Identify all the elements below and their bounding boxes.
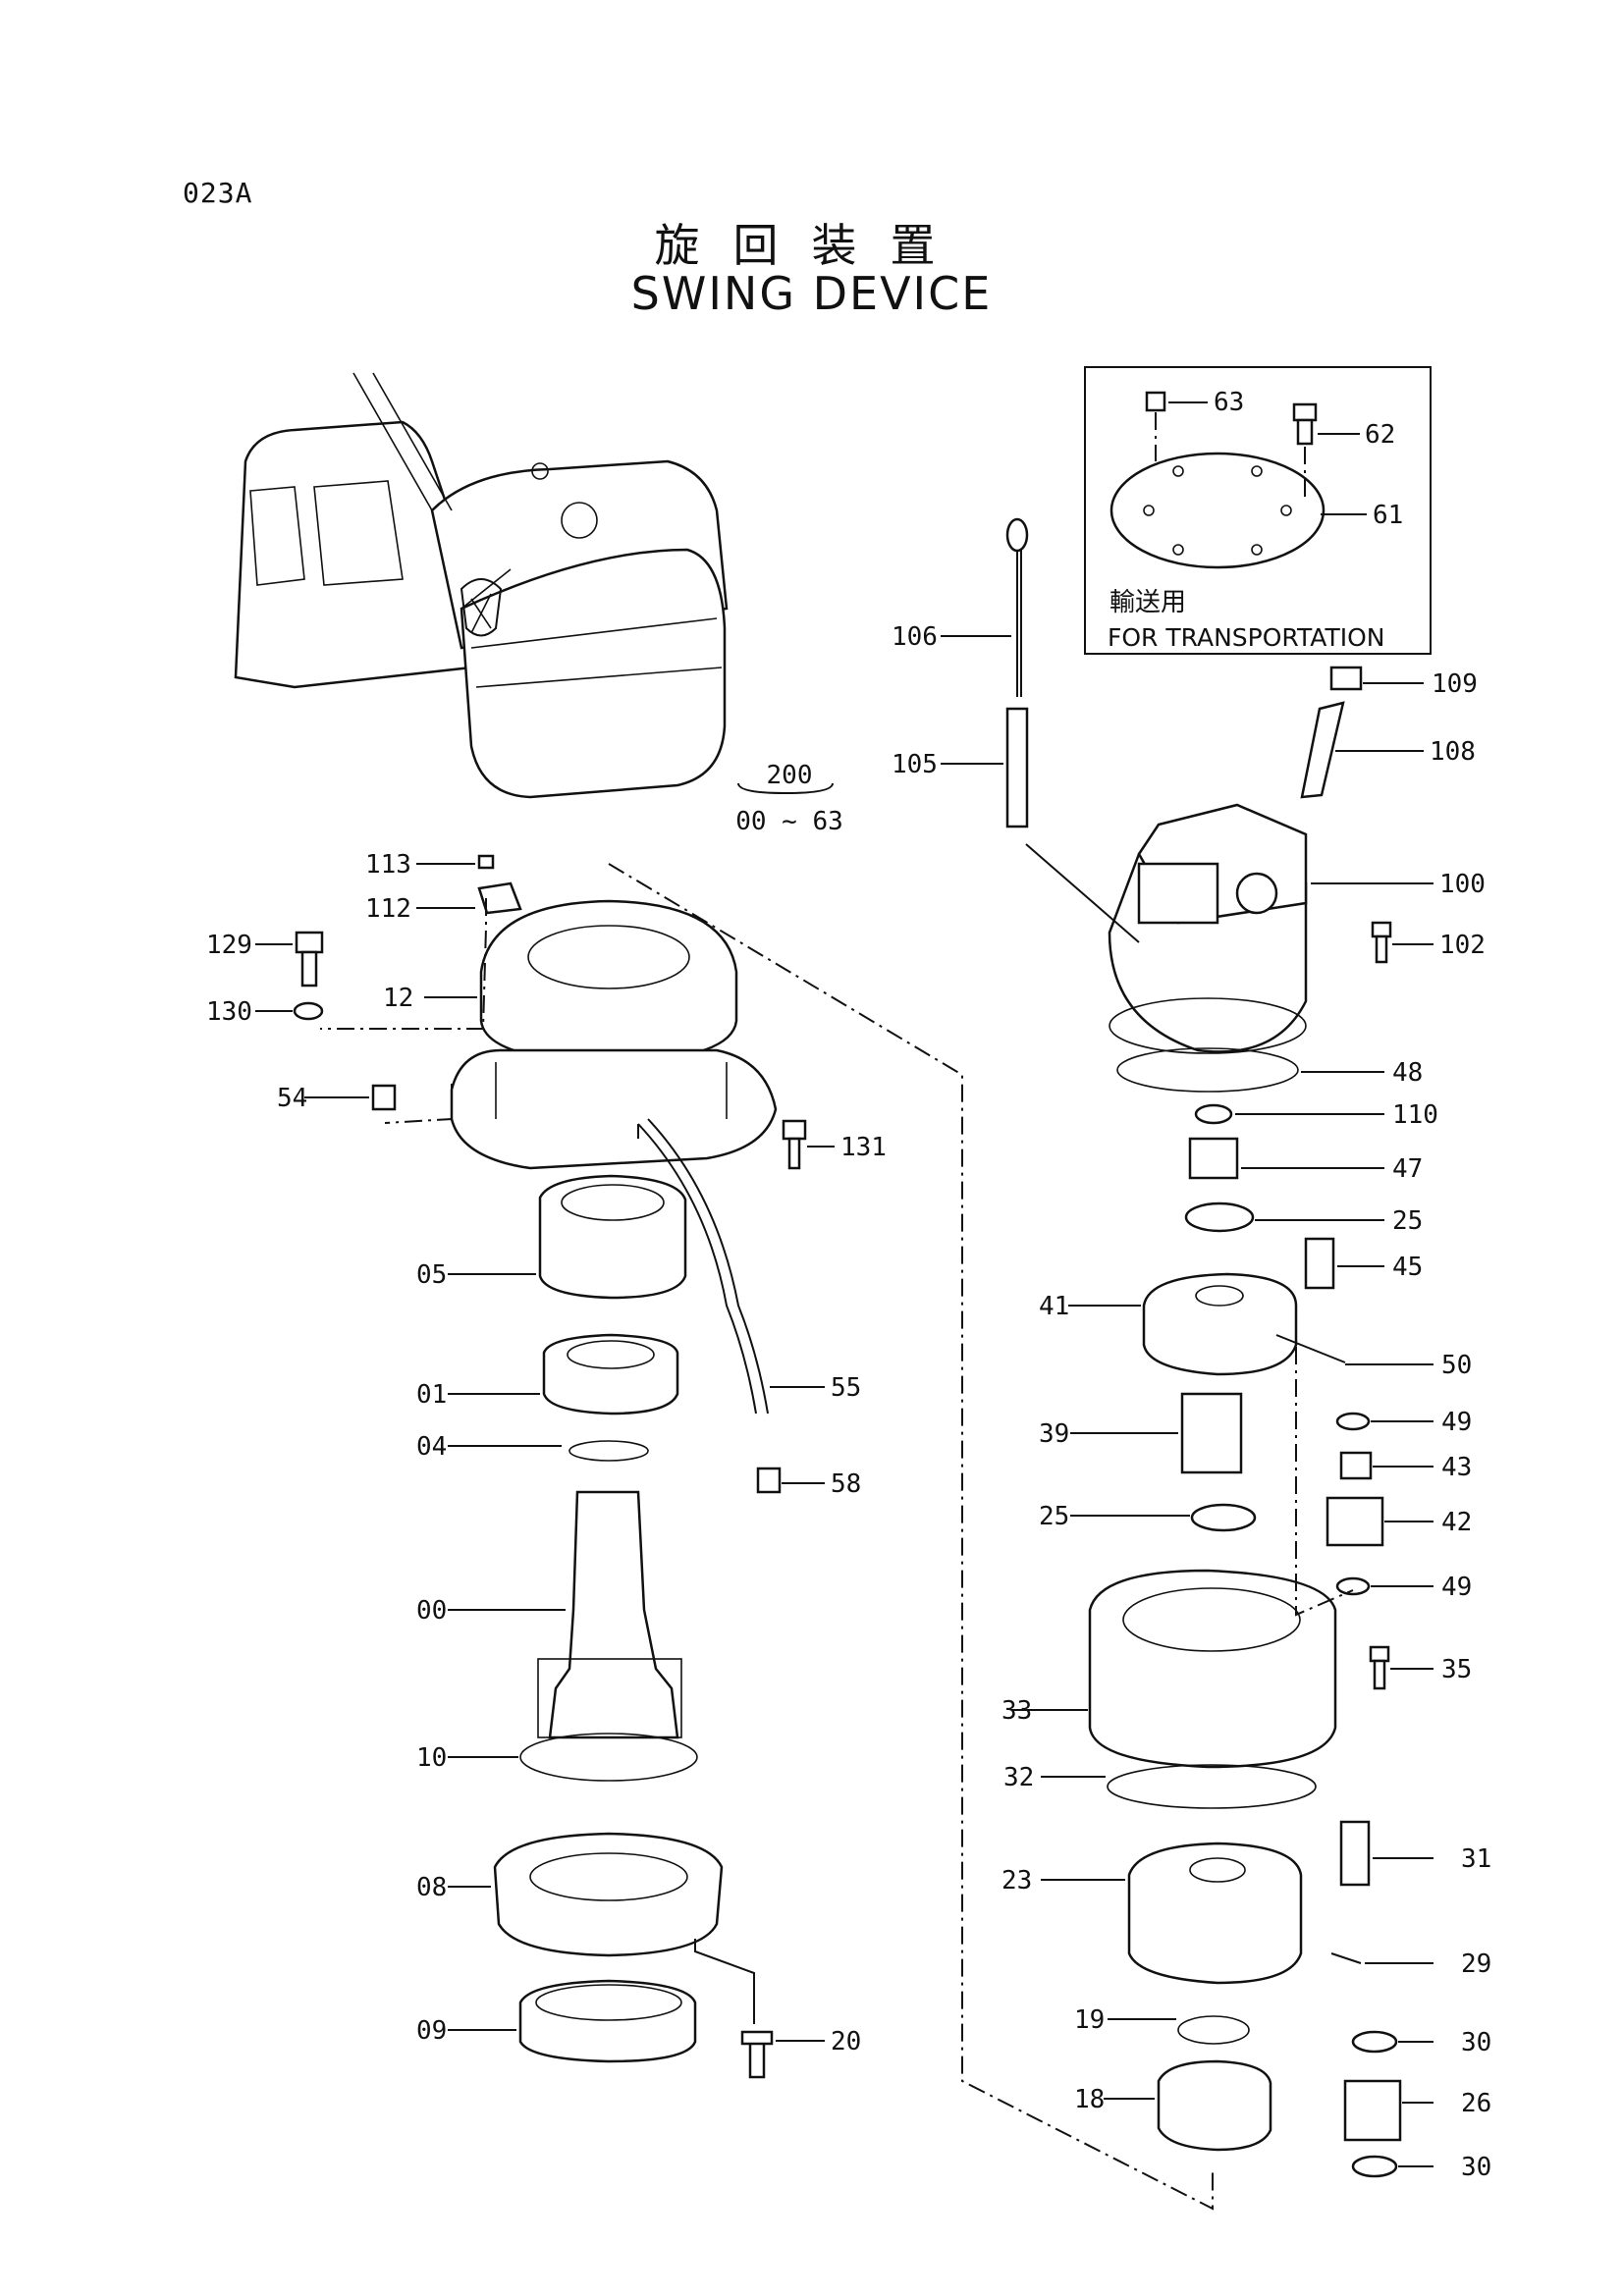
callout-10: 10 xyxy=(416,1743,447,1773)
assembly-number: 200 xyxy=(767,761,813,790)
inset-caption-japanese: 輸送用 xyxy=(1109,588,1186,617)
callout-19: 19 xyxy=(1074,2005,1105,2035)
swing-motor-parts xyxy=(608,517,1434,2211)
assembly-range: 00 ~ 63 xyxy=(735,807,843,836)
callout-106: 106 xyxy=(892,622,938,652)
callout-54: 54 xyxy=(277,1084,307,1113)
callout-45: 45 xyxy=(1392,1253,1423,1282)
callout-41: 41 xyxy=(1039,1292,1069,1321)
callout-55: 55 xyxy=(831,1373,861,1403)
callout-00: 00 xyxy=(416,1596,447,1626)
inset-caption-english: FOR TRANSPORTATION xyxy=(1108,623,1385,652)
callout-12: 12 xyxy=(383,984,413,1013)
callout-25-lower: 25 xyxy=(1039,1502,1069,1531)
callout-100: 100 xyxy=(1439,870,1486,899)
page-code: 023A xyxy=(183,177,253,209)
callout-33: 33 xyxy=(1001,1696,1032,1726)
transportation-inset xyxy=(1084,366,1432,655)
callout-129: 129 xyxy=(206,931,252,960)
callout-48: 48 xyxy=(1392,1058,1423,1088)
callout-131: 131 xyxy=(840,1133,887,1162)
callout-61: 61 xyxy=(1373,501,1403,530)
callout-130: 130 xyxy=(206,997,252,1027)
callout-05: 05 xyxy=(416,1260,447,1290)
page-title-english: SWING DEVICE xyxy=(630,267,993,320)
callout-49-lower: 49 xyxy=(1441,1573,1472,1602)
callout-113: 113 xyxy=(365,850,411,880)
swing-housing-parts xyxy=(255,782,835,2079)
page-title-japanese: 旋回装置 xyxy=(654,219,969,272)
callout-47: 47 xyxy=(1392,1154,1423,1184)
callout-110: 110 xyxy=(1392,1100,1438,1130)
callout-58: 58 xyxy=(831,1469,861,1499)
excavator-illustration xyxy=(234,372,729,799)
callout-26: 26 xyxy=(1461,2089,1491,2118)
callout-09: 09 xyxy=(416,2016,447,2046)
callout-08: 08 xyxy=(416,1873,447,1902)
callout-23: 23 xyxy=(1001,1866,1032,1896)
callout-112: 112 xyxy=(365,894,411,924)
callout-105: 105 xyxy=(892,750,938,779)
callout-108: 108 xyxy=(1430,737,1476,767)
callout-49-upper: 49 xyxy=(1441,1408,1472,1437)
callout-31: 31 xyxy=(1461,1844,1491,1874)
callout-18: 18 xyxy=(1074,2085,1105,2114)
callout-109: 109 xyxy=(1432,669,1478,699)
callout-29: 29 xyxy=(1461,1949,1491,1979)
callout-30-upper: 30 xyxy=(1461,2028,1491,2057)
callout-102: 102 xyxy=(1439,931,1486,960)
callout-labels: 200 00 ~ 63 輸送用 FOR TRANSPORTATION 63 62… xyxy=(206,388,1491,2182)
callout-43: 43 xyxy=(1441,1453,1472,1482)
callout-62: 62 xyxy=(1365,420,1395,450)
callout-04: 04 xyxy=(416,1432,447,1462)
callout-35: 35 xyxy=(1441,1655,1472,1684)
callout-32: 32 xyxy=(1003,1763,1034,1792)
callout-50: 50 xyxy=(1441,1351,1472,1380)
callout-63: 63 xyxy=(1214,388,1244,417)
callout-01: 01 xyxy=(416,1380,447,1410)
callout-25-upper: 25 xyxy=(1392,1206,1423,1236)
callout-42: 42 xyxy=(1441,1508,1472,1537)
callout-20: 20 xyxy=(831,2027,861,2056)
callout-30-lower: 30 xyxy=(1461,2153,1491,2182)
callout-39: 39 xyxy=(1039,1419,1069,1449)
